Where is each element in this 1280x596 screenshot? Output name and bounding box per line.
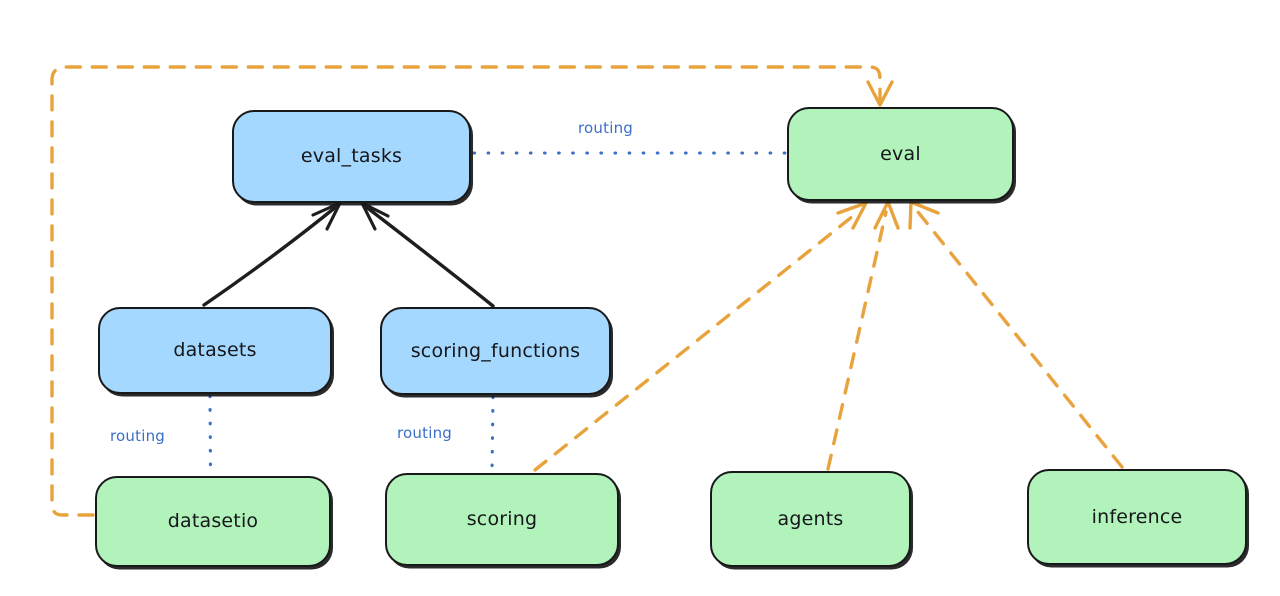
edge-inference-to-eval — [908, 200, 1124, 469]
edge-datasets-to-datasetio — [208, 394, 213, 476]
node-datasets[interactable]: datasets — [98, 307, 332, 394]
edge-label-routing-datasets-datasetio: routing — [110, 427, 165, 445]
node-inference[interactable]: inference — [1027, 469, 1247, 565]
node-label: eval_tasks — [300, 145, 403, 168]
node-label: datasets — [173, 339, 257, 362]
node-label: datasetio — [167, 510, 259, 533]
node-label: scoring_functions — [410, 339, 581, 362]
edge-agents-to-eval — [826, 200, 900, 471]
node-scoring-functions[interactable]: scoring_functions — [380, 307, 611, 395]
edge-datasetio-to-eval — [50, 65, 894, 517]
node-scoring[interactable]: scoring — [385, 473, 619, 566]
node-label: inference — [1091, 505, 1183, 528]
node-label: agents — [777, 507, 844, 530]
edge-scoring_functions-to-eval_tasks — [360, 201, 495, 308]
node-eval[interactable]: eval — [787, 107, 1014, 201]
edge-datasets-to-eval_tasks — [202, 201, 342, 307]
edge-label-routing-eval-tasks-eval: routing — [578, 119, 633, 137]
node-datasetio[interactable]: datasetio — [95, 476, 331, 567]
node-label: scoring — [466, 508, 538, 531]
node-label: eval — [880, 142, 921, 165]
edge-label-routing-scoring-functions-scoring: routing — [397, 424, 452, 442]
node-eval-tasks[interactable]: eval_tasks — [232, 110, 471, 203]
node-agents[interactable]: agents — [710, 471, 911, 567]
edge-scoring_functions-to-scoring — [490, 395, 495, 474]
